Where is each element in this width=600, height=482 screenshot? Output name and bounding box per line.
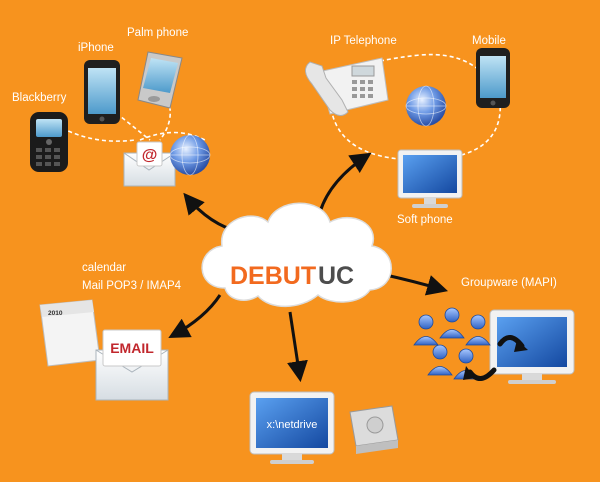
- palm-phone-icon: [137, 51, 183, 109]
- connector-iphone-email: [99, 99, 151, 141]
- globe-icon-left: [169, 134, 211, 176]
- label-mail: Mail POP3 / IMAP4: [82, 280, 182, 292]
- label-iphone: iPhone: [78, 42, 114, 54]
- groupware-icon: [413, 307, 575, 384]
- arrow-to-mail: [168, 294, 222, 339]
- connector-phones-loop: [329, 53, 502, 161]
- mobile-icon: [476, 48, 510, 108]
- email-at-icon: @: [123, 141, 176, 187]
- label-calendar: calendar: [82, 262, 127, 274]
- iphone-icon: [84, 60, 120, 124]
- label-mobile: Mobile: [472, 35, 506, 47]
- at-sign: @: [142, 147, 158, 164]
- soft-phone-monitor-icon: [397, 149, 463, 208]
- center-cloud: DEBUT UC: [201, 202, 392, 308]
- arrow-to-netdrive: [287, 311, 308, 383]
- label-groupware: Groupware (MAPI): [461, 277, 557, 289]
- hard-drive-icon: [349, 405, 399, 454]
- netdrive-path: x:\netdrive: [267, 419, 318, 431]
- arrow-to-phones: [318, 152, 372, 213]
- email-envelope-icon: EMAIL: [95, 329, 169, 401]
- label-blackberry: Blackberry: [12, 92, 67, 104]
- label-ip-telephone: IP Telephone: [330, 35, 397, 47]
- ip-telephone-icon: [305, 57, 389, 116]
- brand-debut: DEBUT: [230, 262, 316, 290]
- label-soft-phone: Soft phone: [397, 214, 453, 226]
- calendar-year: 2010: [48, 310, 63, 317]
- email-card-text: EMAIL: [110, 340, 154, 356]
- brand-uc: UC: [318, 262, 354, 290]
- globe-icon-right: [405, 85, 447, 127]
- connector-blackberry-email: [61, 127, 136, 142]
- netdrive-monitor-icon: x:\netdrive: [249, 391, 335, 464]
- calendar-icon: 2010: [39, 299, 101, 367]
- blackberry-icon: [30, 112, 68, 172]
- label-palm-phone: Palm phone: [127, 27, 189, 39]
- arrows: [168, 152, 449, 383]
